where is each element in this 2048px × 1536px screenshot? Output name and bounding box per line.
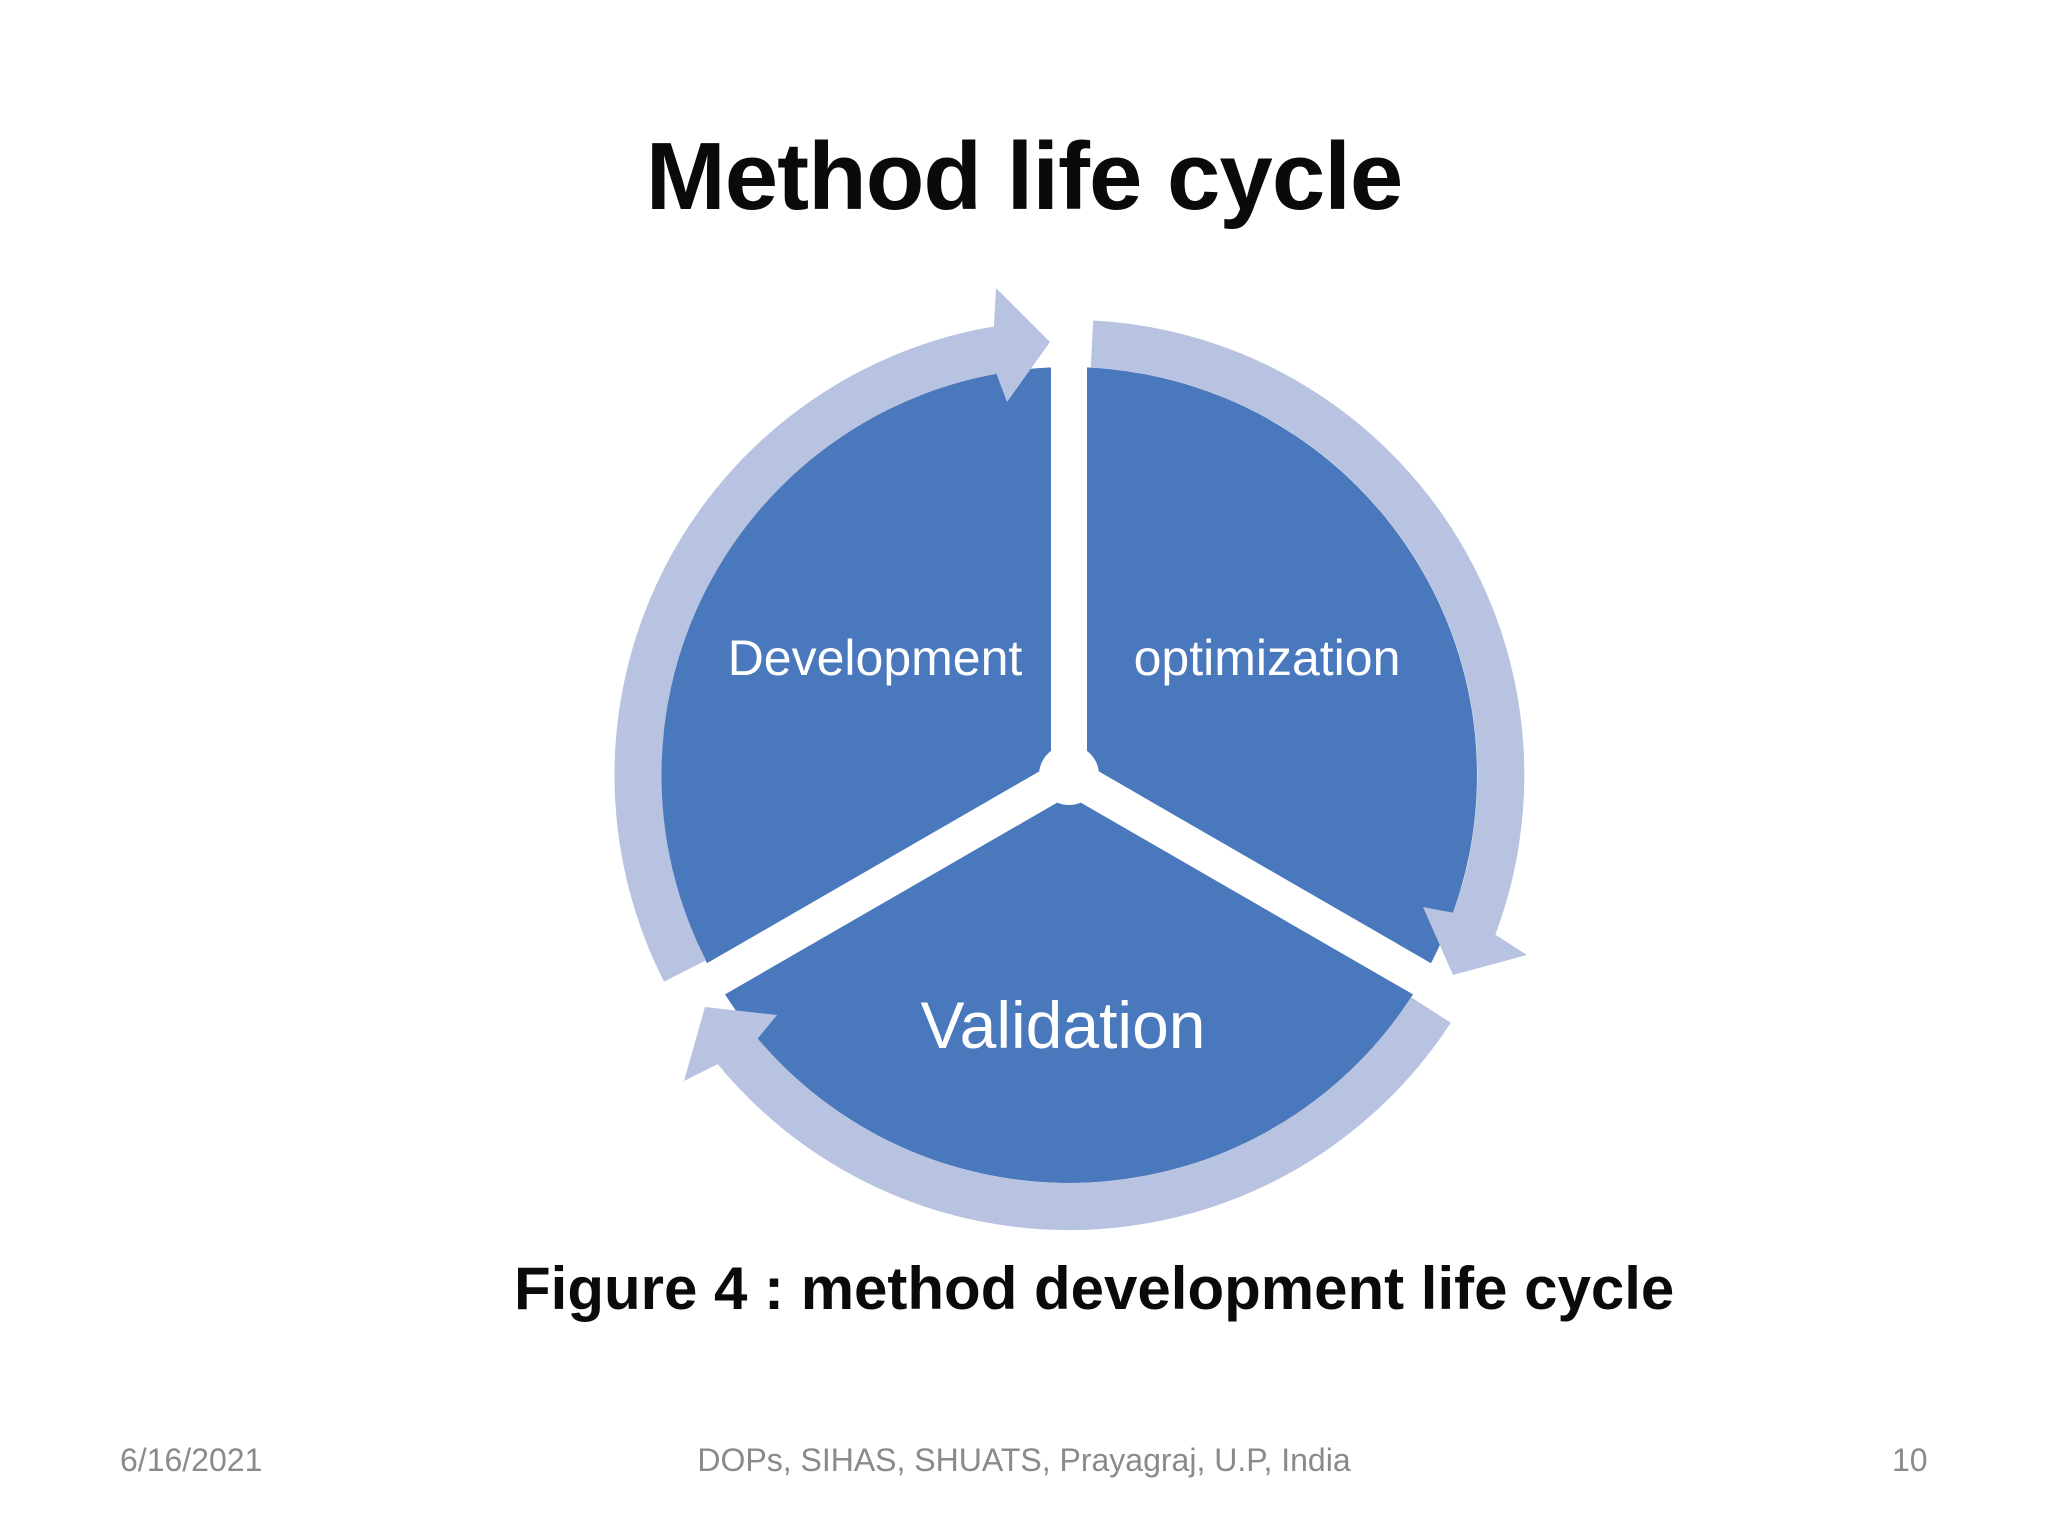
segment-label-development: Development (728, 630, 1023, 686)
figure-caption: Figure 4 : method development life cycle (514, 1255, 1675, 1322)
sector-divider-lower-right (1059, 759, 1512, 1041)
segment-label-optimization: optimization (1134, 630, 1401, 686)
footer-date: 6/16/2021 (120, 1442, 263, 1478)
slide-title: Method life cycle (645, 123, 1404, 230)
footer-affiliation: DOPs, SIHAS, SHUATS, Prayagraj, U.P, Ind… (697, 1442, 1351, 1478)
ring-arc-optimization (1090, 320, 1525, 939)
center-hub (1039, 745, 1099, 805)
sector-divider-lower-left (626, 759, 1079, 1041)
segment-label-validation: Validation (921, 988, 1206, 1062)
ring-arc-validation (715, 997, 1451, 1231)
arrowhead-validation-to-development-icon (684, 1007, 777, 1081)
arrowhead-development-to-optimization-icon (992, 288, 1050, 402)
method-life-cycle-diagram: Development optimization Validation (614, 275, 1527, 1231)
footer-page-number: 10 (1892, 1442, 1928, 1478)
ring-arc-development (614, 325, 1006, 982)
arrowhead-optimization-to-validation-icon (1423, 907, 1527, 975)
